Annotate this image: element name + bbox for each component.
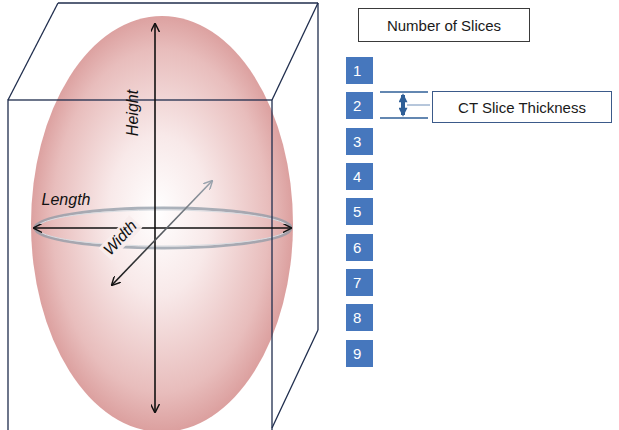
slice-square: 2 (346, 92, 373, 119)
slice-number: 3 (353, 133, 361, 150)
slice-square: 8 (346, 304, 373, 331)
thickness-bracket (380, 92, 430, 118)
slice-square: 1 (346, 57, 373, 84)
slice-square: 3 (346, 128, 373, 155)
slice-number: 1 (353, 62, 361, 79)
height-arrow (154, 24, 156, 412)
dimension-label: Width (98, 215, 142, 260)
slice-square: 7 (346, 269, 373, 296)
dimension-label: Length (40, 191, 93, 209)
callout-box: CT Slice Thickness (432, 91, 612, 123)
dimension-label: Height (124, 88, 142, 138)
box-text: CT Slice Thickness (458, 99, 586, 116)
slice-number: 8 (353, 309, 361, 326)
heading-box: Number of Slices (358, 8, 530, 42)
slice-number: 9 (353, 345, 361, 362)
box-text: Number of Slices (387, 17, 501, 34)
ellipsoid (31, 16, 293, 430)
slice-square: 5 (346, 198, 373, 225)
slice-square: 9 (346, 340, 373, 367)
slice-number: 2 (353, 97, 361, 114)
length-arrow (34, 227, 291, 229)
slice-number: 4 (353, 168, 361, 185)
slice-square: 4 (346, 163, 373, 190)
slice-number: 5 (353, 203, 361, 220)
equator-ring (35, 208, 291, 248)
slice-square: 6 (346, 234, 373, 261)
slice-number: 7 (353, 274, 361, 291)
slice-number: 6 (353, 239, 361, 256)
bounding-box-front (8, 100, 272, 430)
